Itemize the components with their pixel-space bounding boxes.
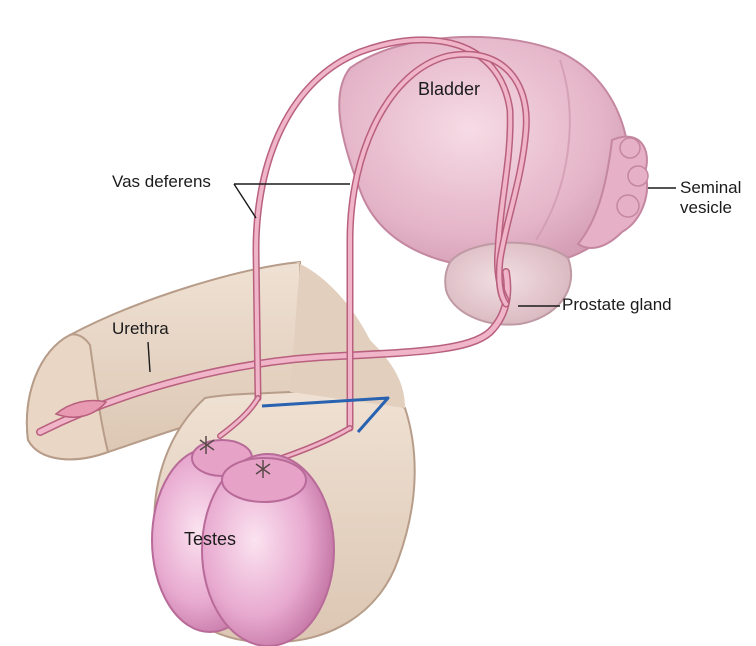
label-bladder: Bladder	[418, 80, 480, 100]
leader-vas-deferens-1	[234, 184, 256, 218]
label-vas-deferens: Vas deferens	[112, 173, 211, 192]
label-seminal-vesicle: Seminal vesicle	[680, 178, 741, 219]
epididymis-right	[222, 458, 306, 502]
label-seminal-line2: vesicle	[680, 198, 741, 218]
label-urethra: Urethra	[112, 320, 169, 339]
label-testes: Testes	[184, 530, 236, 550]
label-prostate-gland: Prostate gland	[562, 296, 672, 315]
label-seminal-line1: Seminal	[680, 178, 741, 198]
